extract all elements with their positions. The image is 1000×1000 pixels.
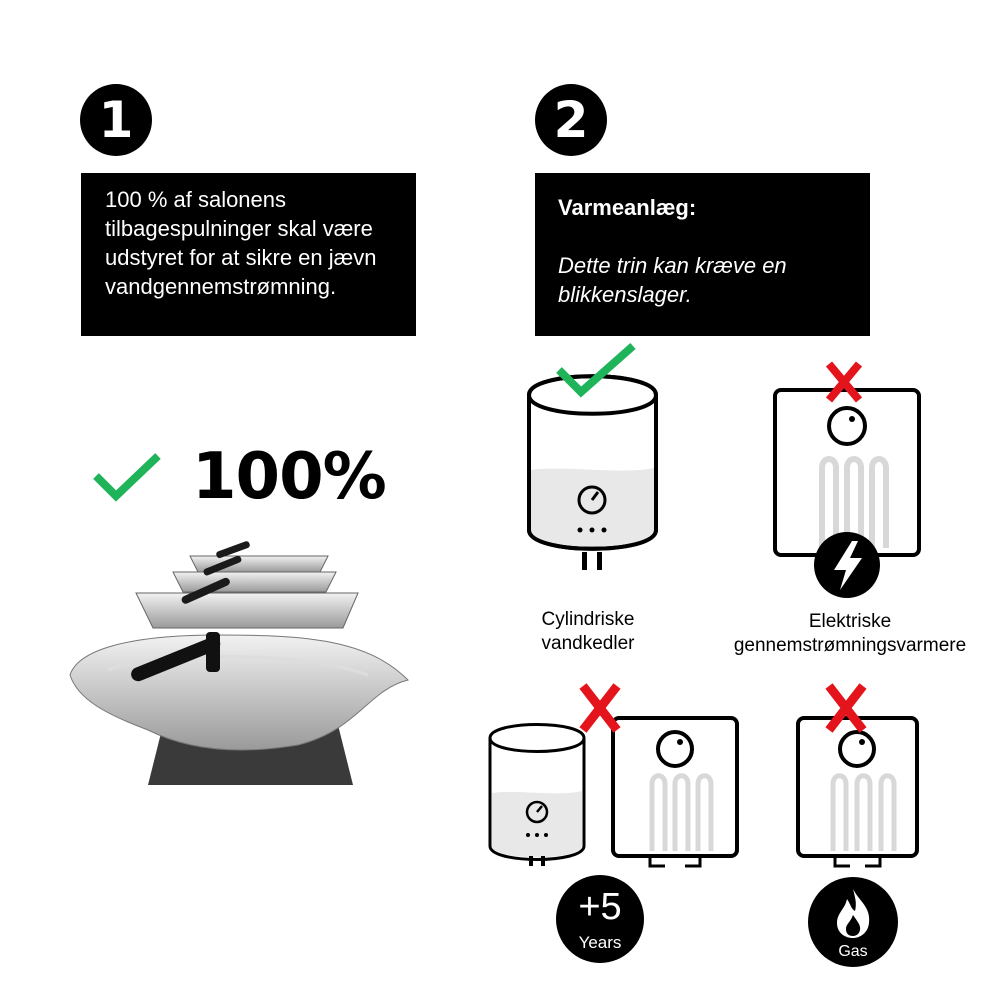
cylinder-caption: Cylindriske vandkedler [541, 609, 635, 654]
flame-icon [837, 889, 870, 938]
gas-label: Gas [838, 943, 868, 960]
step-1-number: 1 [98, 91, 134, 149]
step-2-badge: 2 [535, 84, 607, 156]
step-1-description: 100 % af salonens tilbagespulninger skal… [81, 173, 416, 336]
electric-heater-icon [773, 388, 921, 598]
bolt-icon [834, 541, 862, 590]
step-2-number: 2 [553, 91, 589, 149]
step-2-note: Dette trin kan kræve en blikkenslager. [558, 253, 787, 307]
percent-label: 100% [192, 440, 387, 514]
step-1-badge: 1 [80, 84, 152, 156]
step-2-description: Varmeanlæg: Dette trin kan kræve en blik… [535, 173, 870, 336]
instant-heater-icon [611, 716, 739, 868]
gas-heater-icon [796, 716, 919, 868]
dial-icon [827, 406, 867, 446]
old-cylinder-heater-icon [488, 723, 586, 866]
heating-coil-icon [819, 456, 889, 548]
gas-badge: Gas [808, 877, 898, 967]
step-2-title: Varmeanlæg: [558, 195, 697, 220]
cross-icon [579, 683, 621, 733]
years-badge: +5 Years [556, 875, 644, 963]
step-1-text: 100 % af salonens tilbagespulninger skal… [105, 187, 377, 299]
check-icon [93, 453, 161, 502]
dial-icon [577, 485, 607, 515]
cross-icon [825, 683, 867, 733]
years-number: +5 [578, 886, 622, 928]
cross-icon [825, 361, 863, 403]
backwash-basins-image [69, 541, 409, 785]
years-label: Years [578, 933, 622, 952]
check-icon [556, 343, 636, 398]
electric-caption: Elektriske gennemstrømningsvarmere [733, 611, 967, 656]
